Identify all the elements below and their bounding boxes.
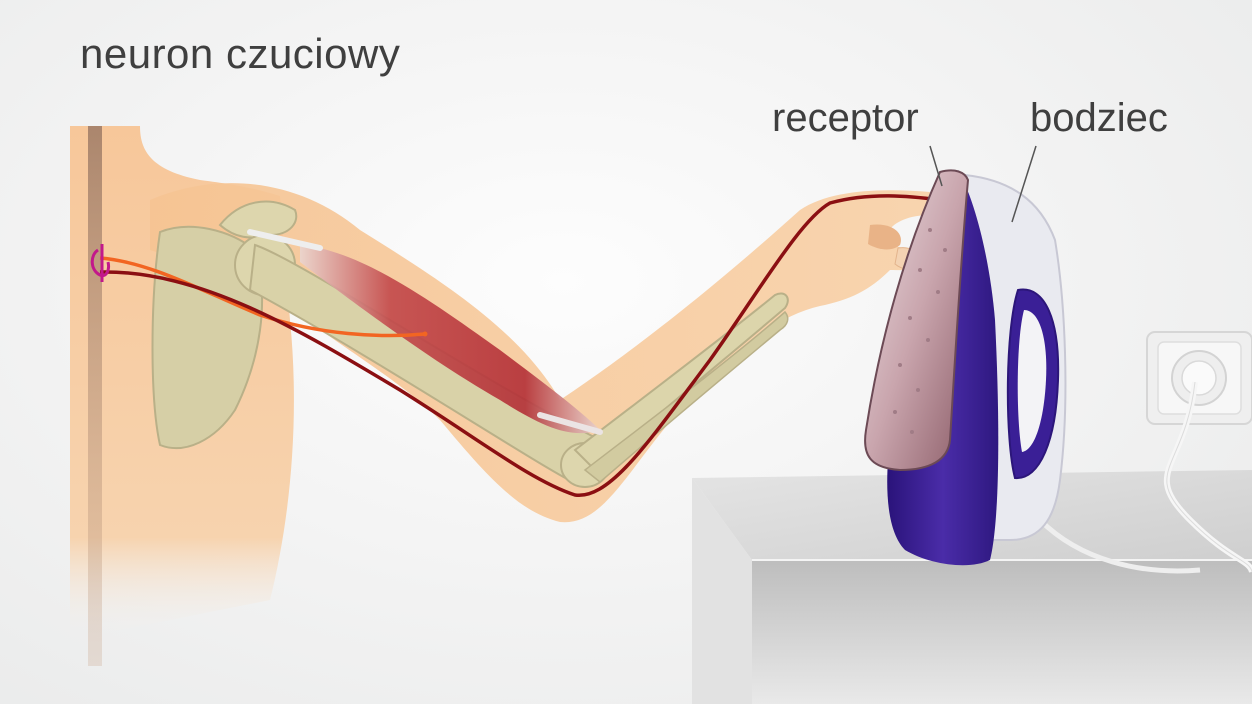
diagram-title: neuron czuciowy bbox=[80, 30, 400, 78]
thumb bbox=[868, 224, 901, 249]
iron-icon bbox=[865, 170, 1065, 565]
receptor-label: receptor bbox=[772, 96, 919, 141]
spinal-cord bbox=[88, 126, 102, 666]
stimulus-label: bodziec bbox=[1030, 96, 1168, 141]
table-front bbox=[752, 560, 1252, 704]
